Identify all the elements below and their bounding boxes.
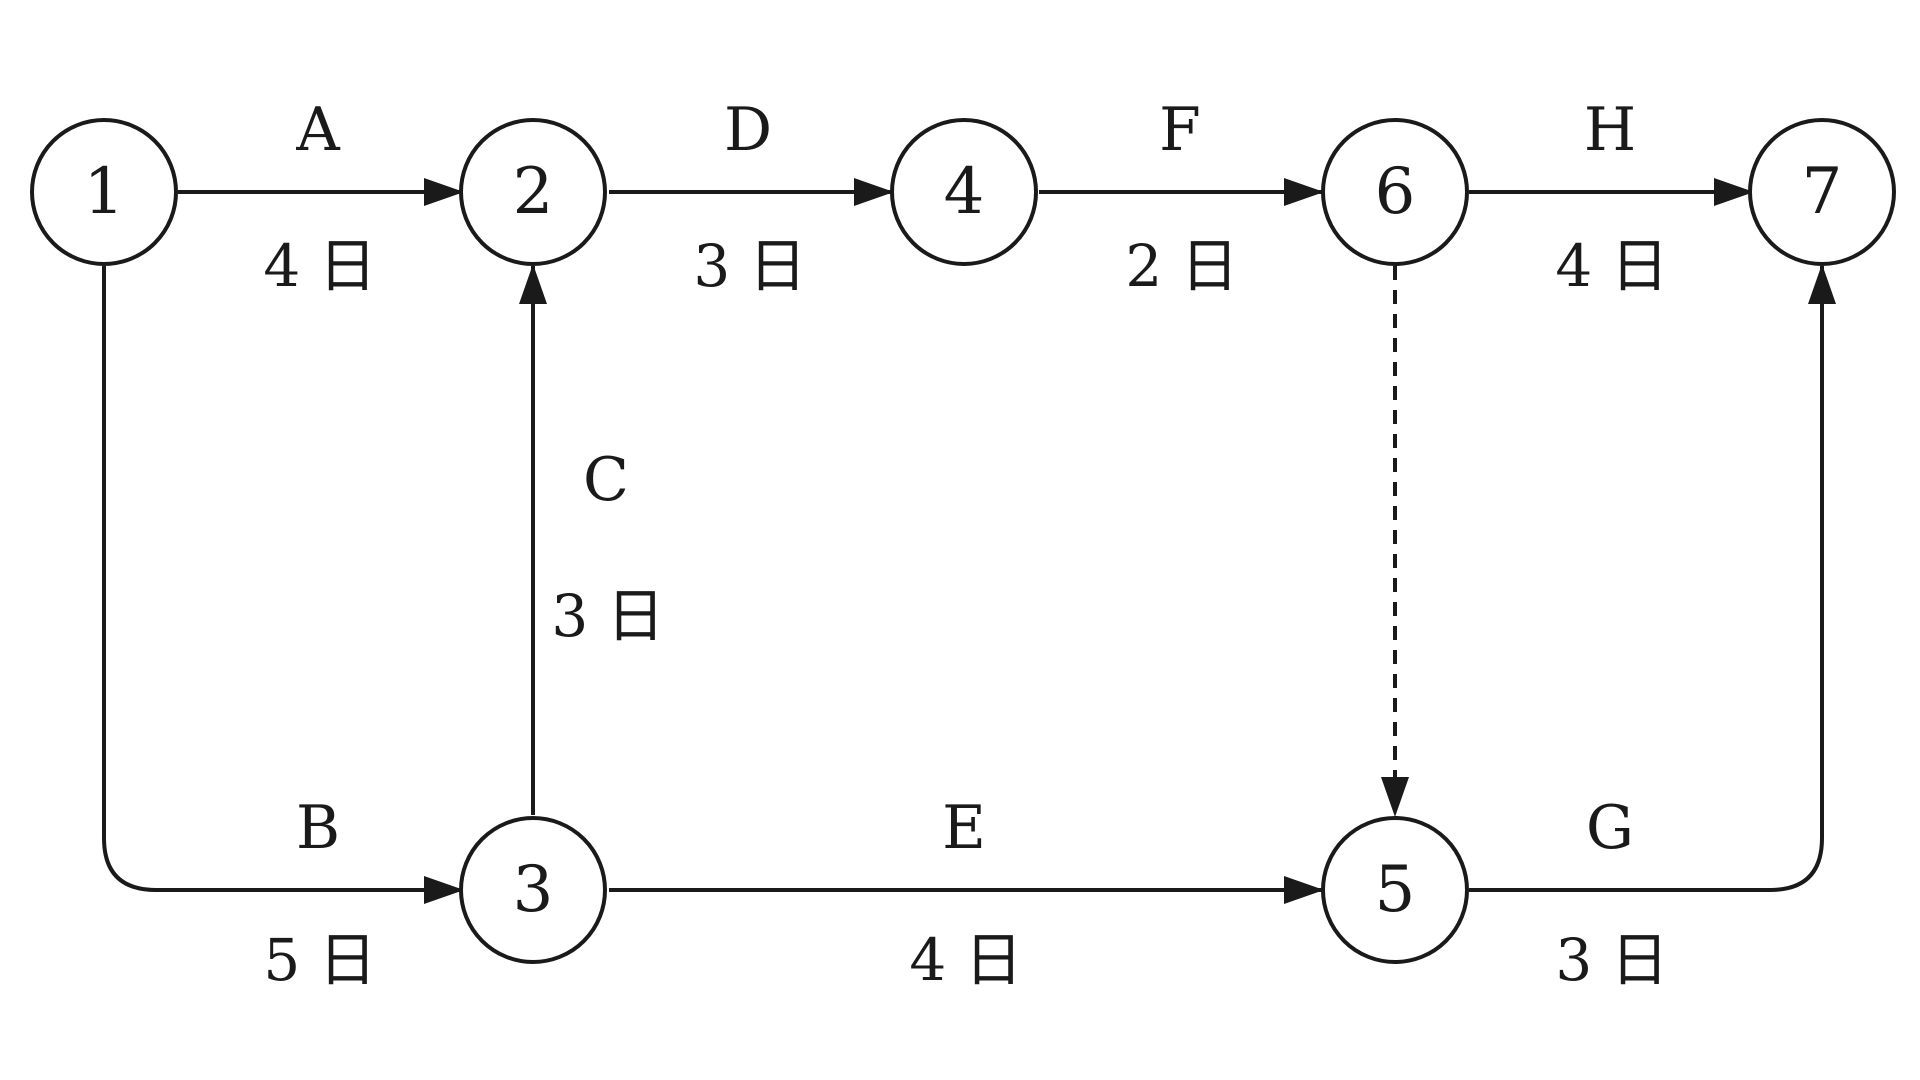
edge-f-duration: 2 日 — [1125, 232, 1238, 300]
edges — [102, 178, 1836, 904]
edge-b-arrow — [102, 266, 464, 904]
node-2-label: 2 — [513, 155, 554, 229]
node-6: 6 — [1321, 118, 1469, 266]
node-5-label: 5 — [1375, 853, 1416, 927]
edge-d-task: D — [724, 95, 772, 165]
edge-b-duration: 5 日 — [263, 926, 376, 994]
node-7: 7 — [1748, 118, 1896, 266]
node-3: 3 — [459, 816, 607, 964]
edge-a-task: A — [295, 95, 340, 165]
edge-f-task: F — [1159, 95, 1201, 165]
node-4: 4 — [890, 118, 1038, 266]
edge-c-duration: 3 日 — [551, 582, 664, 650]
node-2: 2 — [459, 118, 607, 266]
node-1: 1 — [30, 118, 178, 266]
edge-a-duration: 4 日 — [263, 232, 376, 300]
edge-c-task: C — [583, 445, 629, 515]
node-4-label: 4 — [944, 155, 985, 229]
edge-g-task: G — [1586, 793, 1634, 863]
edge-g-duration: 3 日 — [1555, 926, 1668, 994]
duration-labels: 4 日 5 日 3 日 3 日 4 日 2 日 3 日 4 日 — [263, 232, 1668, 994]
node-5: 5 — [1321, 816, 1469, 964]
edge-e-task: E — [942, 793, 986, 863]
nodes: 1 2 3 4 5 6 7 — [30, 118, 1896, 964]
edge-h-task: H — [1584, 95, 1636, 165]
edge-b-task: B — [296, 793, 340, 863]
edge-g-arrow — [1469, 264, 1836, 892]
node-3-label: 3 — [513, 853, 554, 927]
task-labels: A B C D E F G H — [295, 95, 1636, 863]
node-6-label: 6 — [1375, 155, 1416, 229]
node-7-label: 7 — [1802, 155, 1843, 229]
edge-d-duration: 3 日 — [693, 232, 806, 300]
edge-e-duration: 4 日 — [909, 926, 1022, 994]
edge-h-duration: 4 日 — [1555, 232, 1668, 300]
node-1-label: 1 — [84, 155, 125, 229]
